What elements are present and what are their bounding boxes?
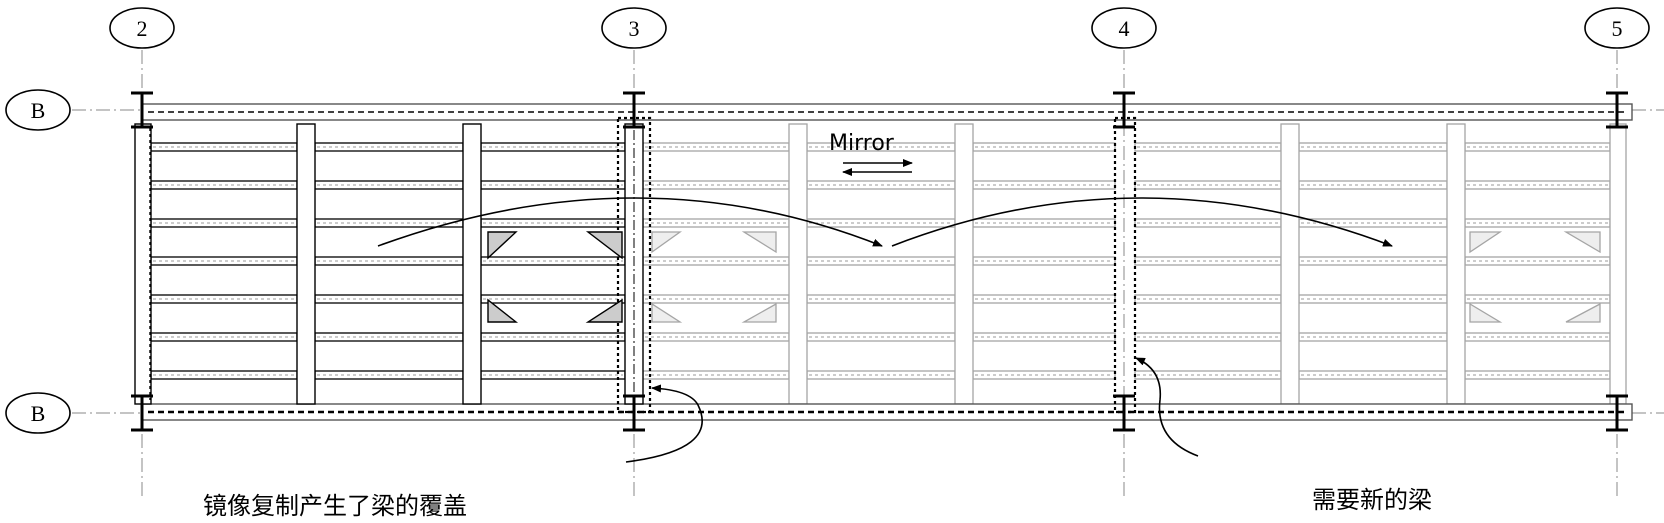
row-label-bottom: B [31,401,46,426]
column-bubble-4: 4 [1091,7,1157,49]
overlap-leader-arrow [625,384,703,463]
column-i-section-icon [623,394,645,432]
columns [131,91,1628,432]
column-i-section-icon [1113,91,1135,129]
column-label-5: 5 [1612,16,1623,41]
joists-bay-4-5 [1134,142,1611,380]
column-bubble-3: 3 [601,7,667,49]
faded-beam-a [788,123,808,405]
column-bubble-2: 2 [109,7,175,49]
column-i-section-icon [131,394,153,432]
overlap-note-label: 镜像复制产生了梁的覆盖 [203,492,467,520]
column-i-section-icon [1606,91,1628,129]
dark-bracing [487,231,623,323]
column-label-2: 2 [137,16,148,41]
mirror-label: Mirror [829,131,895,156]
column-i-section-icon [1606,394,1628,432]
new-beam-leader-arrow [1135,357,1199,457]
mirror-arc-arrow-2 [891,197,1393,247]
faded-beam-grid5 [1609,123,1627,405]
row-bubble-top: B [5,89,71,131]
original-region [134,116,652,414]
mirror-arc-arrow-1 [377,197,883,247]
beam-grid2 [134,123,152,405]
row-label-top: B [31,98,46,123]
column-bubble-5: 5 [1584,7,1650,49]
column-label-4: 4 [1119,16,1130,41]
faded-beam-b [954,123,974,405]
faded-bracing [651,231,1601,323]
faded-beam-c [1280,123,1300,405]
beam-b [462,123,482,405]
column-i-section-icon [1113,394,1135,432]
mirror-arrows-icon [842,159,913,176]
beam-a [296,123,316,405]
column-i-section-icon [131,91,153,129]
row-bubble-bottom: B [5,392,71,434]
column-label-3: 3 [629,16,640,41]
new-beam-note-label: 需要新的梁 [1312,486,1432,514]
top-girder [141,103,1633,121]
bottom-girder [141,403,1633,421]
column-i-section-icon [623,91,645,129]
joists-bay-2-3 [150,142,626,380]
joists-bay-3-4 [642,142,1116,380]
faded-beam-d [1446,123,1466,405]
new-beam-dashed-outline [1113,116,1137,414]
